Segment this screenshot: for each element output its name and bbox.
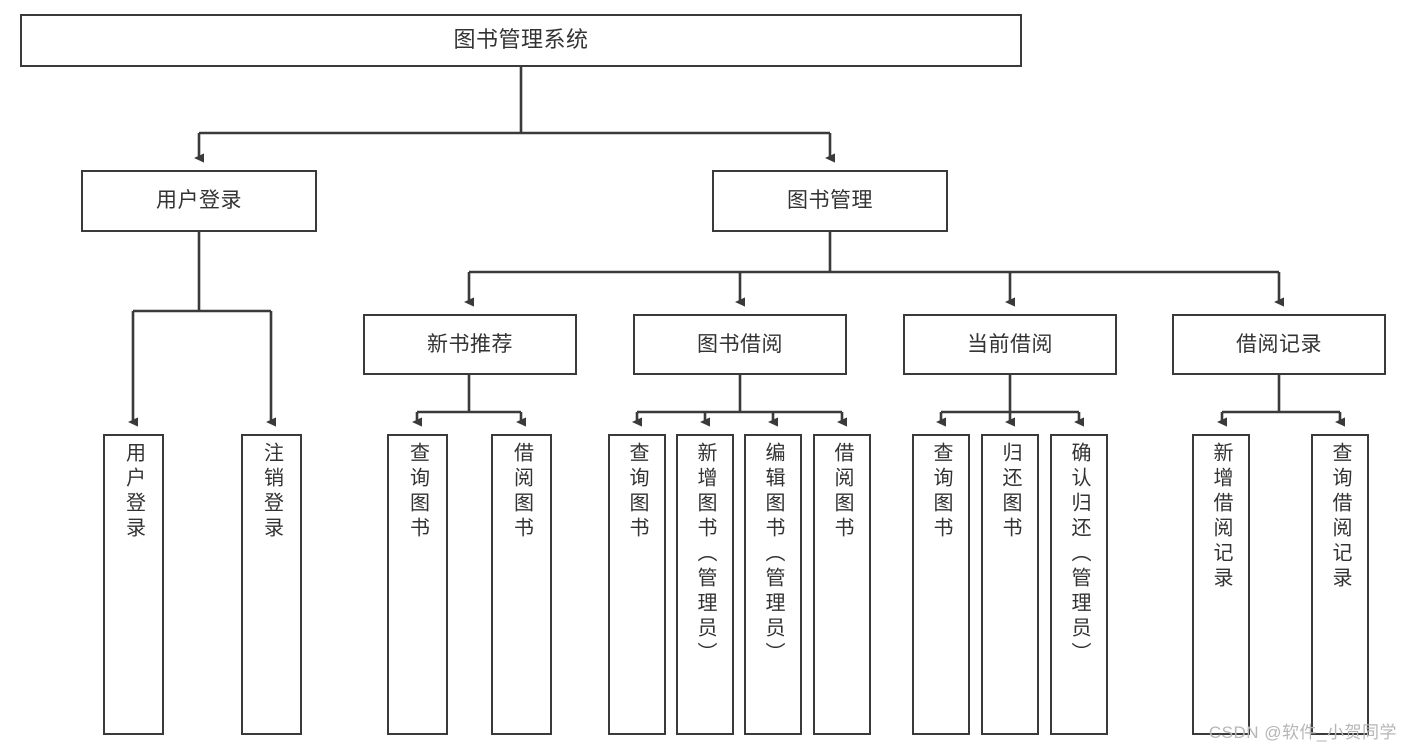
watermark: CSDN @软件_小贺同学 — [1208, 723, 1397, 742]
leaf-current-borrow-confirm-return[interactable]: 确认归还（管理员） — [1050, 434, 1108, 735]
node-label: 新增借阅记录 — [1210, 442, 1232, 592]
node-label: 编辑图书（管理员） — [762, 442, 784, 667]
node-label: 归还图书 — [999, 442, 1021, 542]
node-label: 新书推荐 — [427, 332, 513, 356]
node-new-book-recommend[interactable]: 新书推荐 — [363, 314, 577, 375]
node-label: 借阅记录 — [1236, 332, 1322, 356]
node-label: 图书管理系统 — [453, 27, 589, 53]
node-label: 用户登录 — [122, 442, 145, 542]
leaf-user-login-signin[interactable]: 用户登录 — [103, 434, 164, 735]
node-user-login[interactable]: 用户登录 — [81, 170, 317, 232]
leaf-new-book-borrow[interactable]: 借阅图书 — [491, 434, 552, 735]
node-root-book-management-system[interactable]: 图书管理系统 — [20, 14, 1022, 67]
node-label: 当前借阅 — [967, 332, 1053, 356]
node-label: 图书管理 — [787, 189, 873, 213]
node-label: 图书借阅 — [697, 332, 783, 356]
node-label: 借阅图书 — [831, 442, 853, 542]
node-label: 新增图书（管理员） — [694, 442, 716, 667]
node-book-management[interactable]: 图书管理 — [712, 170, 948, 232]
node-book-borrow[interactable]: 图书借阅 — [633, 314, 847, 375]
leaf-current-borrow-return[interactable]: 归还图书 — [981, 434, 1039, 735]
node-label: 查询图书 — [626, 442, 648, 542]
node-label: 查询图书 — [406, 442, 429, 542]
node-label: 查询图书 — [930, 442, 952, 542]
node-borrow-record[interactable]: 借阅记录 — [1172, 314, 1386, 375]
leaf-new-book-query[interactable]: 查询图书 — [387, 434, 448, 735]
leaf-borrow-record-add[interactable]: 新增借阅记录 — [1192, 434, 1250, 735]
leaf-book-borrow-borrow[interactable]: 借阅图书 — [813, 434, 871, 735]
node-label: 借阅图书 — [510, 442, 533, 542]
leaf-book-borrow-edit[interactable]: 编辑图书（管理员） — [744, 434, 802, 735]
leaf-book-borrow-add[interactable]: 新增图书（管理员） — [676, 434, 734, 735]
leaf-user-login-signout[interactable]: 注销登录 — [241, 434, 302, 735]
node-label: 用户登录 — [156, 189, 242, 213]
node-label: 查询借阅记录 — [1329, 442, 1351, 592]
node-label: 确认归还（管理员） — [1068, 442, 1090, 667]
node-current-borrow[interactable]: 当前借阅 — [903, 314, 1117, 375]
leaf-book-borrow-query[interactable]: 查询图书 — [608, 434, 666, 735]
leaf-borrow-record-query[interactable]: 查询借阅记录 — [1311, 434, 1369, 735]
node-label: 注销登录 — [260, 442, 283, 542]
leaf-current-borrow-query[interactable]: 查询图书 — [912, 434, 970, 735]
